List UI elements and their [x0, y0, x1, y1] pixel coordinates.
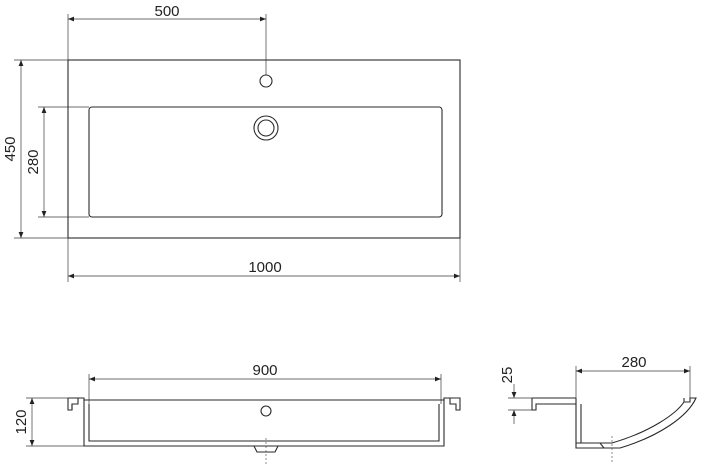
- front-faucet-hole: [260, 405, 272, 417]
- drain-inner: [257, 119, 275, 137]
- faucet-hole: [259, 74, 273, 88]
- top-view-outline: [67, 59, 461, 239]
- dim-hole-offset: 500: [154, 3, 179, 20]
- side-view: 280 25: [499, 354, 697, 464]
- front-view-outline: [67, 397, 461, 411]
- top-view-bowl: [88, 106, 443, 218]
- top-view: 500 450 280 1000: [2, 3, 461, 282]
- dim-rim-thickness: 25: [499, 367, 516, 384]
- dim-overall-width: 1000: [248, 259, 281, 276]
- dim-bowl-width: 900: [252, 362, 277, 379]
- dim-bowl-depth: 280: [25, 149, 42, 174]
- dim-overall-depth: 450: [2, 136, 19, 161]
- dim-height: 120: [13, 409, 30, 434]
- drain-outer: [253, 115, 279, 141]
- dim-side-bowl-depth: 280: [621, 354, 646, 371]
- side-view-outline: [531, 397, 697, 449]
- front-view: 900 120: [13, 362, 461, 464]
